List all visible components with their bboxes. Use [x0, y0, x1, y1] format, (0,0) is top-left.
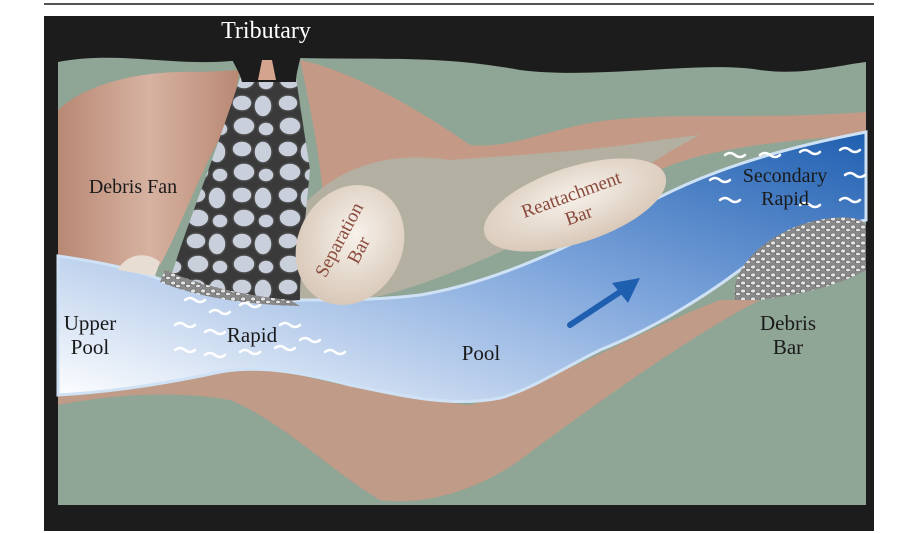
label-upper-pool-line2: Pool — [71, 335, 110, 359]
label-upper-pool-line1: Upper — [64, 311, 116, 335]
label-rapid: Rapid — [227, 323, 278, 347]
label-pool: Pool — [462, 341, 501, 365]
label-tributary: Tributary — [221, 18, 311, 44]
debris-bar-base — [740, 275, 866, 505]
label-debris-bar-line1: Debris — [760, 311, 816, 335]
label-secondary-rapid-line1: Secondary — [743, 165, 827, 187]
label-debris-fan: Debris Fan — [89, 176, 177, 198]
label-secondary-rapid-line2: Rapid — [761, 188, 809, 210]
label-debris-bar-line2: Bar — [773, 335, 803, 359]
